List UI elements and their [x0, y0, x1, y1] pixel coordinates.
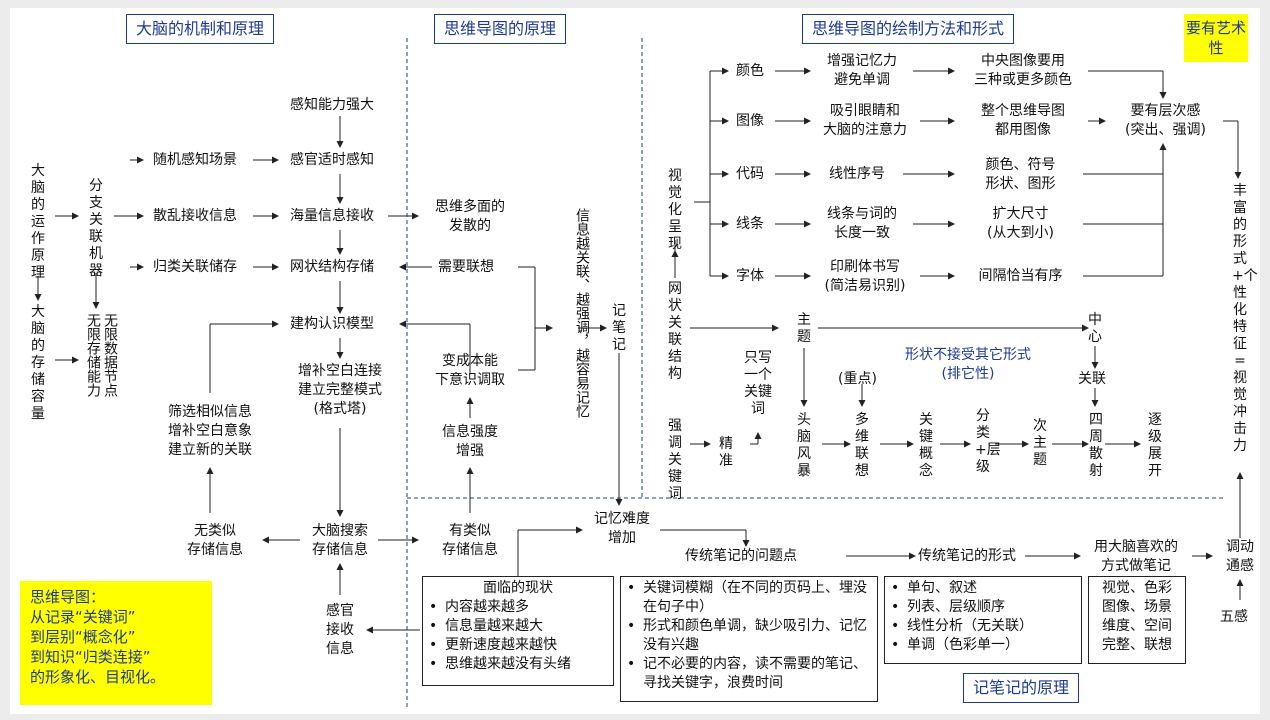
- brain-like-notes: 用大脑喜欢的方式做笔记: [1094, 539, 1178, 574]
- art-note: 要有艺术性: [1184, 14, 1248, 62]
- five-senses: 五感: [1220, 609, 1248, 625]
- fill-gap: 增补空白连接 建立完整模式 (格式塔): [298, 363, 382, 417]
- problems-box: 关键词模糊（在不同的页码上、埋没在句子中） 形式和颜色单调，缺少吸引力、记忆没有…: [620, 576, 878, 702]
- shape-exclusive-note: 形状不接受其它形式(排它性): [905, 347, 1031, 382]
- traditional-form: 传统笔记的形式: [918, 548, 1016, 564]
- title-notes-principle: 记笔记的原理: [963, 673, 1080, 703]
- subconscious-recall: 变成本能 下意识调取: [435, 353, 505, 388]
- multi-association: 多维联想: [855, 412, 869, 479]
- brainstorm: 头脑风暴: [797, 412, 811, 479]
- situation-box: 面临的现状 内容越来越多 信息量越来越大 更新速度越来越快 思维越来越没有头绪: [422, 576, 614, 686]
- more-association: 信息越关联、越强调，越容易记忆: [574, 208, 590, 418]
- timely-perception: 感官适时感知: [290, 152, 374, 168]
- relate: 关联: [1078, 371, 1106, 387]
- traditional-problem: 传统笔记的问题点: [685, 548, 797, 564]
- code-rule: 颜色、符号形状、图形: [985, 157, 1056, 192]
- color-rule: 中央图像要用三种或更多颜色: [974, 53, 1072, 88]
- filter-info: 筛选相似信息 增补空白意象 建立新的关联: [168, 404, 252, 458]
- brain-storage: 大脑的存储容量: [31, 304, 45, 422]
- senses-box: 视觉、色彩 图像、场景 维度、空间 完整、联想: [1088, 576, 1186, 664]
- expand-level: 逐级展开: [1148, 412, 1162, 479]
- connector-lines: [34, 38, 1244, 708]
- build-model: 建构认识模型: [290, 316, 374, 332]
- need-association: 需要联想: [438, 259, 494, 275]
- classify-store: 归类关联储存: [153, 259, 237, 275]
- image-effect: 吸引眼睛和大脑的注意力: [823, 103, 907, 138]
- mobilize-senses: 调动通感: [1226, 539, 1254, 574]
- branch-machine: 分支关联机器: [89, 178, 103, 279]
- item-image: 图像: [736, 113, 764, 129]
- item-code: 代码: [736, 166, 764, 182]
- item-line: 线条: [736, 216, 764, 232]
- network-structure: 网状关联结构: [668, 281, 682, 382]
- code-effect: 线性序号: [829, 166, 885, 182]
- item-color: 颜色: [736, 63, 764, 79]
- brain-search: 大脑搜索 存储信息: [312, 523, 368, 558]
- font-effect: 印刷体书写(简洁易识别): [824, 259, 906, 294]
- image-rule: 整个思维导图都用图像: [981, 103, 1065, 138]
- title-mindmap-principle: 思维导图的原理: [434, 14, 567, 44]
- mind-map-diagram: 大脑的机制和原理 思维导图的原理 思维导图的绘制方法和形式 记笔记的原理 要有艺…: [10, 8, 1260, 714]
- rich-form: 丰富的形式+个性化特征=视觉冲击力: [1232, 183, 1258, 454]
- summary-note: 思维导图： 从记录“关键词” 到层别“概念化” 到知识“归类连接” 的形象化、目…: [20, 581, 212, 705]
- take-notes: 记笔记: [612, 303, 626, 353]
- emphasize-keyword: 强调关键词: [668, 418, 682, 502]
- scattered-info: 散乱接收信息: [153, 208, 237, 224]
- one-keyword: 只写一个关键词: [744, 350, 772, 417]
- visualize: 视觉化呈现: [668, 168, 682, 252]
- has-similar: 有类似 存储信息: [442, 523, 498, 558]
- network-storage: 网状结构存储: [290, 259, 374, 275]
- radiate: 四周散射: [1089, 412, 1103, 479]
- center: 中心: [1088, 312, 1102, 345]
- layered-sense: 要有层次感(突出、强调): [1125, 103, 1206, 138]
- strong-perception: 感知能力强大: [290, 97, 374, 113]
- multi-divergent: 思维多面的 发散的: [435, 199, 505, 234]
- harder-memory: 记忆难度 增加: [594, 511, 650, 546]
- subtopic: 次主题: [1033, 418, 1047, 468]
- unlimited-capacity: 无限数据节点无限存储能力: [85, 313, 118, 397]
- random-scene: 随机感知场景: [153, 152, 237, 168]
- title-drawing-methods: 思维导图的绘制方法和形式: [802, 14, 1015, 44]
- item-font: 字体: [736, 268, 764, 284]
- line-rule: 扩大尺寸(从大到小): [987, 206, 1054, 241]
- line-effect: 线条与词的长度一致: [827, 206, 897, 241]
- precise: 精准: [719, 436, 733, 469]
- no-similar: 无类似 存储信息: [187, 523, 243, 558]
- theme: 主题: [797, 312, 811, 345]
- font-rule: 间隔恰当有序: [978, 268, 1063, 284]
- classify-level: 分类+层级: [975, 408, 1001, 475]
- massive-info: 海量信息接收: [290, 208, 374, 224]
- color-effect: 增强记忆力避免单调: [827, 53, 897, 88]
- forms-box: 单句、叙述 列表、层级顺序 线性分析（无关联） 单调（色彩单一）: [884, 576, 1082, 664]
- info-strengthen: 信息强度 增强: [442, 424, 498, 459]
- key-concept: 关键概念: [919, 412, 933, 479]
- sensory-input: 感官 接收 信息: [326, 603, 354, 657]
- brain-operation: 大脑的运作原理: [31, 163, 45, 281]
- title-brain-mechanism: 大脑的机制和原理: [126, 14, 275, 44]
- key-point: (重点): [838, 371, 877, 387]
